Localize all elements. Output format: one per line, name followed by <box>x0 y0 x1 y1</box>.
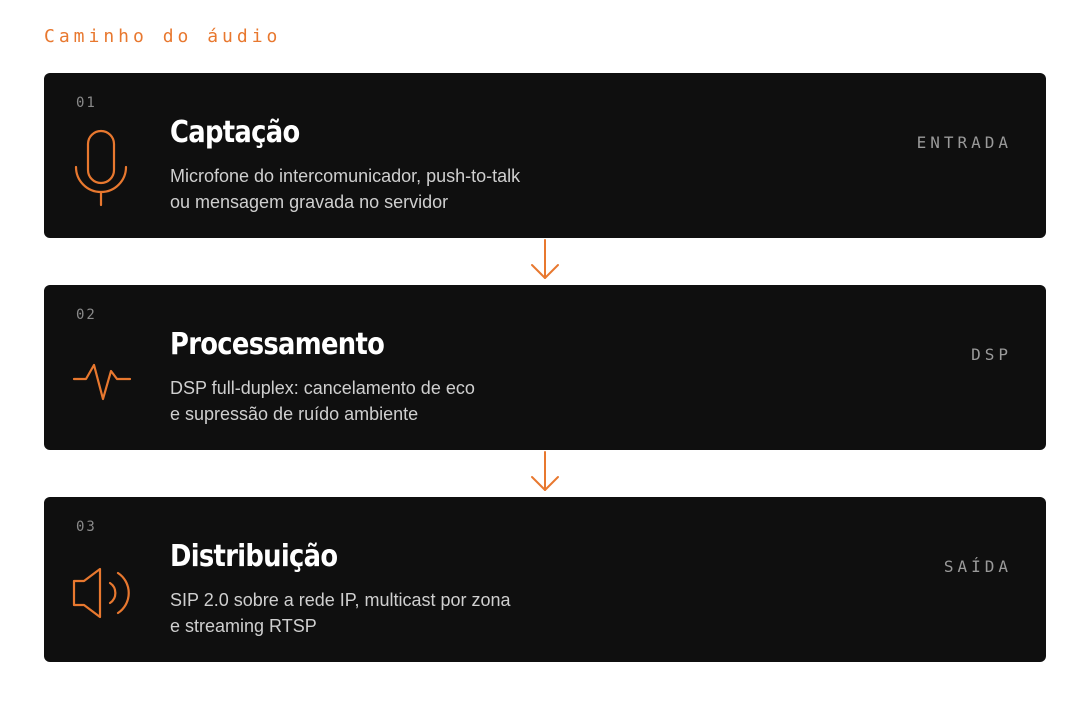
stage-card-processamento: 02 Processamento DSP full-duplex: cancel… <box>44 285 1046 450</box>
stage-description: DSP full-duplex: cancelamento de eco e s… <box>170 375 650 427</box>
stage-title: Distribuição <box>170 539 338 574</box>
stage-description-line: e streaming RTSP <box>170 616 317 636</box>
stage-number: 02 <box>76 307 97 323</box>
stage-description-line: Microfone do intercomunicador, push-to-t… <box>170 166 521 186</box>
stage-number: 01 <box>76 95 97 111</box>
waveform-icon <box>70 337 132 421</box>
stage-card-distribuicao: 03 Distribuição SIP 2.0 sobre a rede IP,… <box>44 497 1046 662</box>
stage-title: Processamento <box>170 327 385 362</box>
stage-description-line: ou mensagem gravada no servidor <box>170 192 449 212</box>
stage-tag: ENTRADA <box>916 133 1012 152</box>
stage-tag: DSP <box>971 345 1012 364</box>
section-title: Caminho do áudio <box>44 26 282 47</box>
stage-title: Captação <box>170 115 300 150</box>
speaker-icon <box>70 549 132 633</box>
stage-description: Microfone do intercomunicador, push-to-t… <box>170 163 650 215</box>
stage-number: 03 <box>76 519 97 535</box>
stage-description: SIP 2.0 sobre a rede IP, multicast por z… <box>170 587 650 639</box>
stage-card-captacao: 01 Captação Microfone do intercomunicado… <box>44 73 1046 238</box>
arrow-down-icon <box>527 450 563 496</box>
stage-description-line: SIP 2.0 sobre a rede IP, multicast por z… <box>170 590 511 610</box>
stage-tag: SAÍDA <box>943 557 1012 576</box>
microphone-icon <box>70 125 132 209</box>
stage-description-line: e supressão de ruído ambiente <box>170 404 419 424</box>
arrow-down-icon <box>527 238 563 284</box>
stage-description-line: DSP full-duplex: cancelamento de eco <box>170 378 475 398</box>
